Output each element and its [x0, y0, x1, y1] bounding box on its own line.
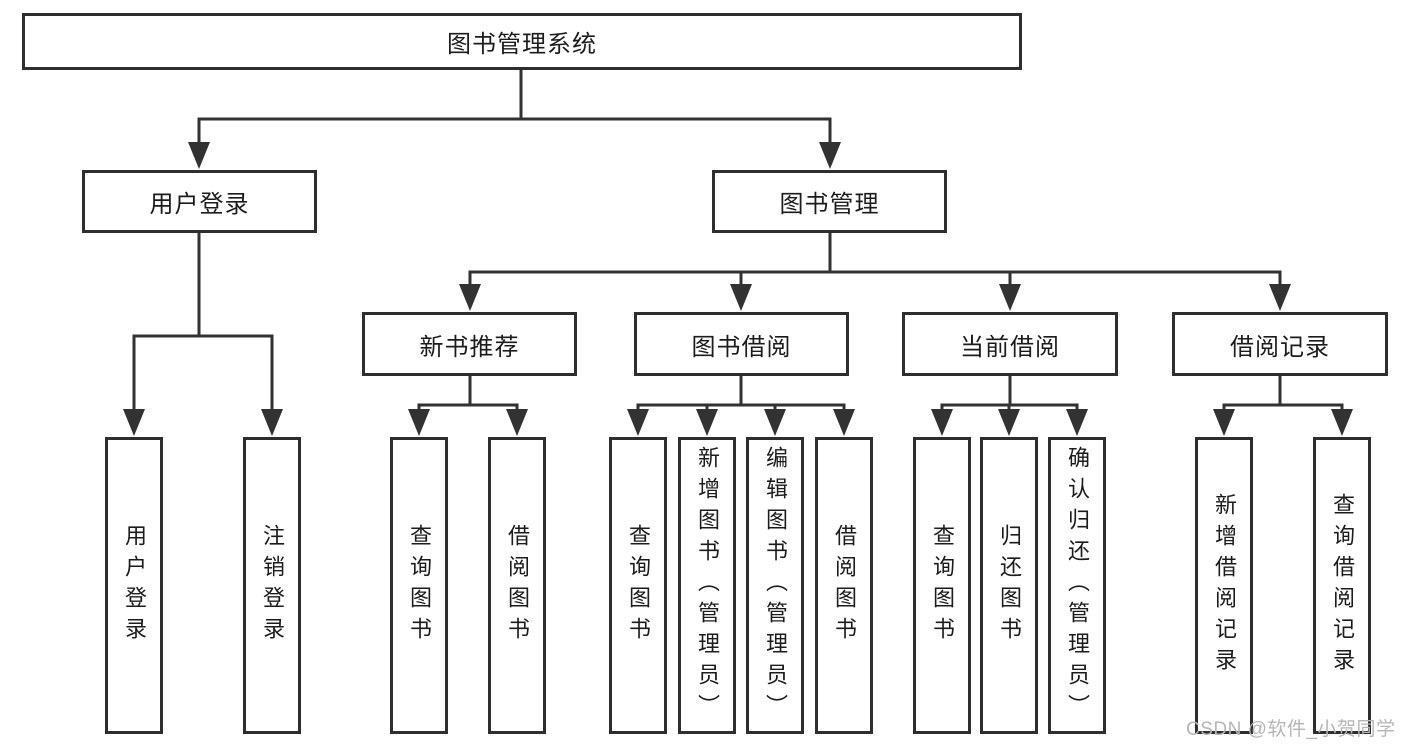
leaf-borrow-books-recommend: 借阅图书 [488, 437, 546, 734]
node-label: 编辑图书（管理员） [763, 446, 788, 725]
node-label: 借阅图书 [832, 523, 857, 648]
node-label: 查询图书 [626, 523, 651, 648]
node-label: 图书管理 [779, 191, 880, 218]
node-current-borrowing: 当前借阅 [902, 312, 1118, 376]
leaf-edit-book-admin: 编辑图书（管理员） [746, 437, 804, 734]
node-label: 当前借阅 [960, 333, 1060, 361]
leaf-borrow-books-borrowing: 借阅图书 [815, 437, 873, 734]
node-label: 确认归还（管理员） [1065, 446, 1090, 725]
leaf-return-book: 归还图书 [980, 437, 1038, 734]
leaf-add-book-admin: 新增图书（管理员） [678, 437, 736, 734]
leaf-logout: 注销登录 [243, 437, 301, 734]
csdn-watermark: CSDN @软件_小贺同学 [1186, 719, 1396, 740]
leaf-add-borrow-record: 新增借阅记录 [1195, 437, 1253, 734]
node-label: 查询借阅记录 [1330, 492, 1355, 679]
node-label: 图书管理系统 [447, 31, 597, 58]
node-user-login: 用户登录 [82, 170, 317, 233]
node-book-borrowing: 图书借阅 [634, 312, 849, 376]
leaf-query-books-recommend: 查询图书 [390, 437, 448, 734]
leaf-confirm-return-admin: 确认归还（管理员） [1048, 437, 1106, 734]
node-label: 新增借阅记录 [1212, 492, 1237, 679]
node-book-management: 图书管理 [712, 170, 947, 233]
node-label: 用户登录 [122, 523, 147, 648]
node-label: 查询图书 [930, 523, 955, 648]
node-label: 图书借阅 [691, 333, 792, 361]
node-label: 新书推荐 [419, 333, 520, 361]
node-label: 查询图书 [407, 523, 432, 648]
leaf-query-books-current: 查询图书 [913, 437, 971, 734]
node-label: 借阅图书 [505, 523, 530, 648]
node-label: 新增图书（管理员） [695, 446, 720, 725]
node-label: 归还图书 [997, 523, 1022, 648]
leaf-query-borrow-record: 查询借阅记录 [1313, 437, 1371, 734]
node-root: 图书管理系统 [22, 13, 1022, 70]
leaf-query-books-borrowing: 查询图书 [609, 437, 667, 734]
node-label: 用户登录 [149, 191, 250, 218]
node-label: 借阅记录 [1230, 333, 1330, 361]
node-borrowing-records: 借阅记录 [1172, 312, 1388, 376]
node-new-book-recommend: 新书推荐 [362, 312, 577, 376]
node-label: 注销登录 [260, 523, 285, 648]
leaf-user-login: 用户登录 [105, 437, 163, 734]
